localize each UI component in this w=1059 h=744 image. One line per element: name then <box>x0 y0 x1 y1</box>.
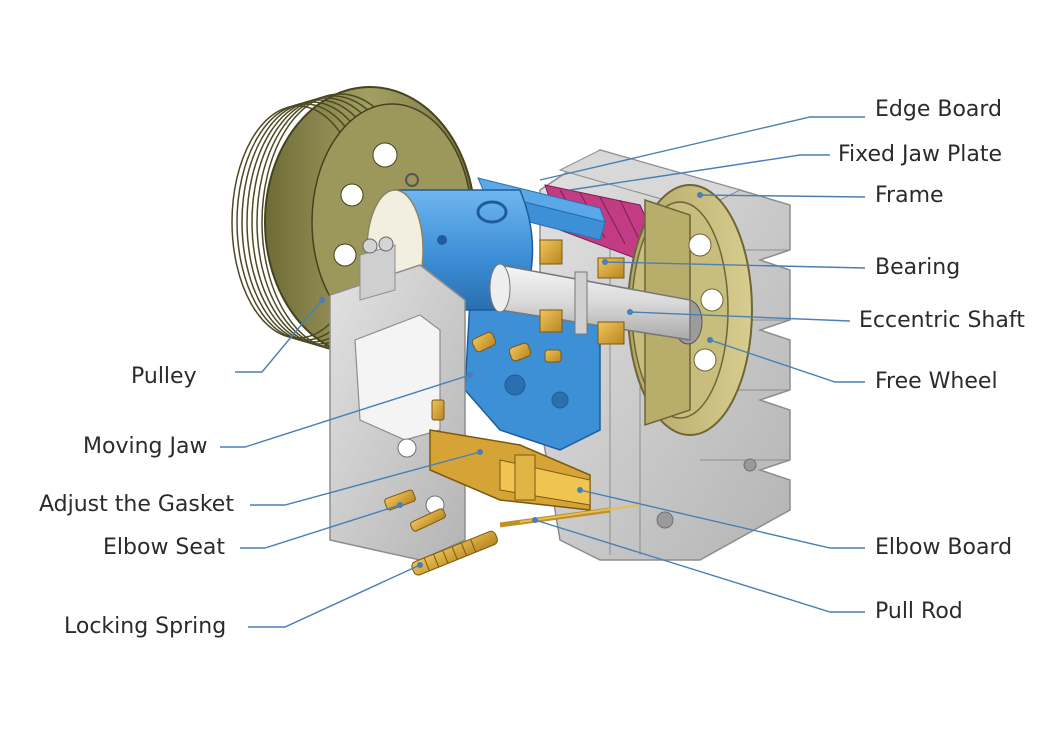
label-free-wheel: Free Wheel <box>875 369 998 394</box>
label-elbow-seat: Elbow Seat <box>103 535 226 560</box>
label-moving-jaw: Moving Jaw <box>83 434 208 459</box>
springs <box>431 331 562 421</box>
leader-adjust-gasket <box>250 451 481 506</box>
leader-edge-board <box>539 116 865 181</box>
leader-lines <box>220 116 866 628</box>
label-pulley: Pulley <box>131 364 197 389</box>
leader-dots <box>319 192 713 568</box>
leader-eccentric-shaft <box>629 311 851 322</box>
leader-elbow-seat <box>240 504 401 549</box>
label-pull-rod: Pull Rod <box>875 599 963 624</box>
label-frame: Frame <box>875 183 944 208</box>
locking-spring <box>411 530 498 576</box>
leader-moving-jaw <box>220 374 471 448</box>
bearings <box>539 239 625 345</box>
elbow-seat <box>384 489 446 532</box>
leader-free-wheel <box>709 339 865 383</box>
label-bearing: Bearing <box>875 255 961 280</box>
label-eccentric-shaft: Eccentric Shaft <box>859 308 1025 333</box>
eccentric-shaft <box>489 263 691 341</box>
label-elbow-board: Elbow Board <box>875 535 1013 560</box>
leader-pulley <box>235 299 323 373</box>
leader-fixed-jaw-plate <box>569 154 830 191</box>
label-adjust-gasket: Adjust the Gasket <box>39 492 234 517</box>
leader-locking-spring <box>248 564 421 628</box>
label-fixed-jaw-plate: Fixed Jaw Plate <box>838 142 1002 167</box>
elbow-assembly <box>429 429 641 528</box>
leader-frame <box>699 194 866 198</box>
leader-bearing <box>604 261 866 269</box>
leader-elbow-board <box>579 489 865 549</box>
label-locking-spring: Locking Spring <box>64 614 227 639</box>
frame-left <box>329 236 466 561</box>
label-edge-board: Edge Board <box>875 97 1003 122</box>
leader-pull-rod <box>534 519 865 613</box>
